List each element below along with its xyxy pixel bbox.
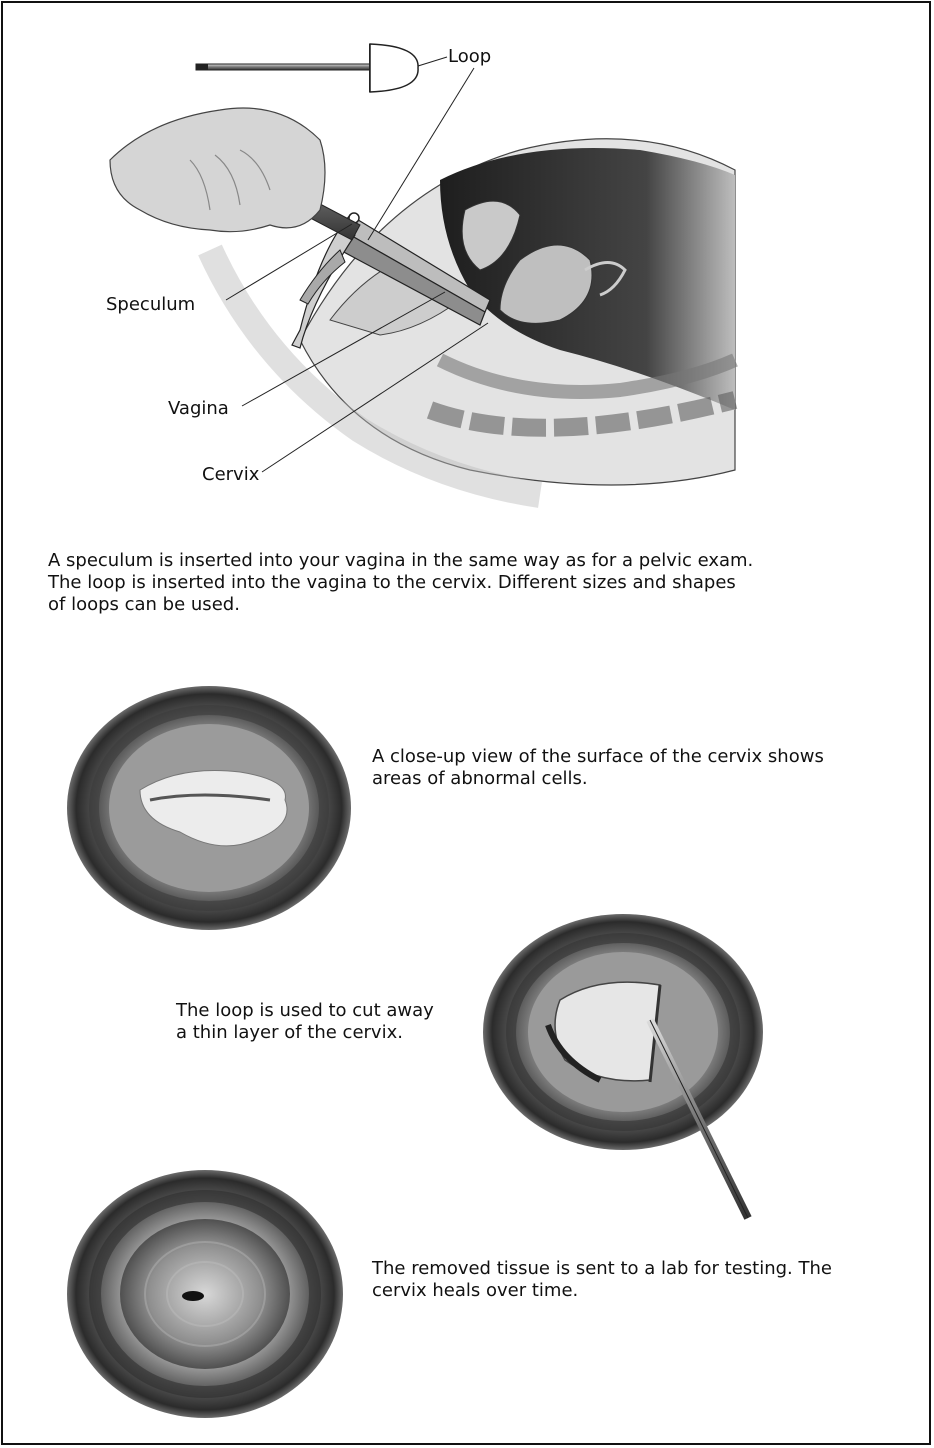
loop-instrument xyxy=(196,44,418,92)
cervix-loop-cut-illustration xyxy=(483,914,763,1218)
label-vagina: Vagina xyxy=(168,398,229,420)
caption-closeup-line: A close-up view of the surface of the ce… xyxy=(372,746,824,768)
caption-intro: A speculum is inserted into your vagina … xyxy=(48,550,753,616)
label-speculum: Speculum xyxy=(106,294,195,316)
caption-intro-line: of loops can be used. xyxy=(48,594,753,616)
caption-closeup: A close-up view of the surface of the ce… xyxy=(372,746,824,790)
label-cervix: Cervix xyxy=(202,464,259,486)
cervix-closeup-illustration xyxy=(67,686,351,930)
label-loop: Loop xyxy=(448,46,491,68)
caption-heal-line: cervix heals over time. xyxy=(372,1280,832,1302)
caption-cut: The loop is used to cut away a thin laye… xyxy=(176,1000,434,1044)
caption-closeup-line: areas of abnormal cells. xyxy=(372,768,824,790)
caption-intro-line: A speculum is inserted into your vagina … xyxy=(48,550,753,572)
gloved-hand xyxy=(110,108,360,240)
cervix-healed-illustration xyxy=(67,1170,343,1418)
caption-heal: The removed tissue is sent to a lab for … xyxy=(372,1258,832,1302)
caption-intro-line: The loop is inserted into the vagina to … xyxy=(48,572,753,594)
caption-cut-line: The loop is used to cut away xyxy=(176,1000,434,1022)
caption-heal-line: The removed tissue is sent to a lab for … xyxy=(372,1258,832,1280)
caption-cut-line: a thin layer of the cervix. xyxy=(176,1022,434,1044)
